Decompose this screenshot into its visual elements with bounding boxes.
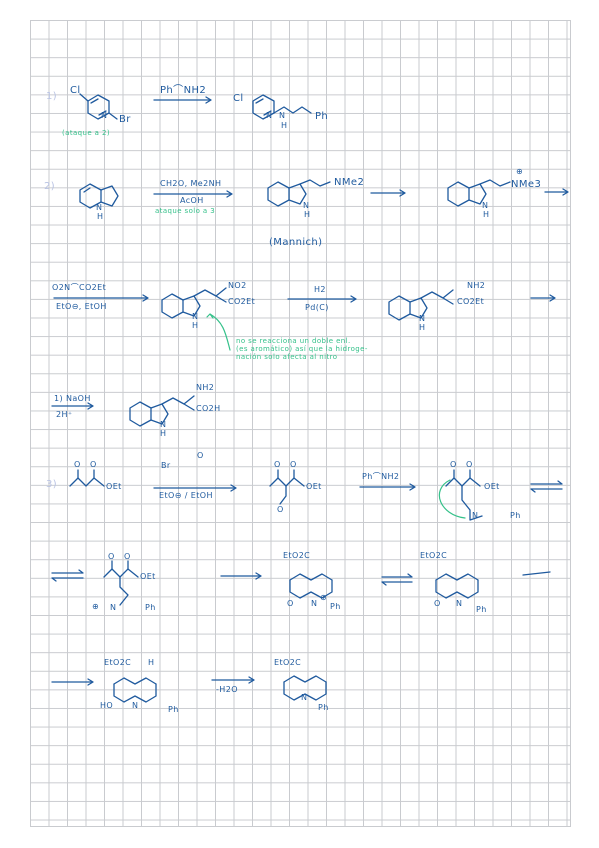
intermediate-phenyl: Ph [510, 511, 521, 520]
carbinolamine-nitrogen: N [132, 701, 139, 710]
reagent-mannich-bottom: AcOH [180, 196, 204, 205]
reaction-5 [69, 469, 563, 521]
cyclized-nitrogen: N [311, 599, 318, 608]
product-ring-nitrogen-label: N [266, 111, 273, 120]
product-indole-nitrogen: N [303, 201, 310, 210]
ammonium-charge: ⊕ [516, 167, 524, 176]
intermediate-ethoxy: OEt [484, 482, 500, 491]
iminium-oxygen-1: O [108, 552, 115, 561]
alkylation-conditions: EtO⊖ / EtOH [159, 491, 213, 500]
dehydration-condition: -H2O [216, 685, 238, 694]
chlorine-label: Cl [70, 85, 81, 96]
intermediate-oxygen-2: O [466, 460, 473, 469]
ring-nitrogen-label: N [101, 111, 108, 120]
cyclized-ester: EtO2C [283, 551, 311, 560]
iminium-ethoxy: OEt [140, 572, 156, 581]
reaction-3 [53, 287, 556, 351]
step-number-3: 3) [46, 479, 58, 490]
hydrolysis-step-2: 2H⁺ [56, 410, 73, 419]
note-aromatic-line-1: no se reacciona un doble enl. [236, 337, 351, 345]
enamine-ester: EtO2C [420, 551, 448, 560]
step-number-1: 1) [46, 91, 58, 102]
cyclized-charge: ⊕ [320, 593, 328, 602]
product-indole-hydrogen: H [304, 210, 311, 219]
grid-paper [30, 20, 571, 827]
quaternary-indole-nitrogen: N [482, 201, 489, 210]
cyclized-phenyl: Ph [330, 602, 341, 611]
product-chlorine-label: Cl [233, 93, 244, 104]
quaternary-indole-hydrogen: H [483, 210, 490, 219]
hydrogen-gas-label: H2 [314, 285, 326, 294]
indole-nitrogen-3: N [192, 312, 199, 321]
ethoxy-label-1: OEt [106, 482, 122, 491]
intermediate-nitrogen: N [472, 511, 479, 520]
enamine-phenyl: Ph [476, 605, 487, 614]
mannich-label: (Mannich) [269, 237, 323, 248]
ester-label-b: CO2Et [457, 297, 485, 306]
bromoacetone-o: O [197, 451, 204, 460]
bromoacetone-br: Br [161, 461, 171, 470]
diketone-oxygen-2: O [290, 460, 297, 469]
diketone-oxygen-3: O [277, 505, 284, 514]
reaction-2 [79, 179, 569, 209]
cyclized-oxide: O [287, 599, 294, 608]
tryptophan-acid: CO2H [196, 404, 221, 413]
note-aromatic-line-2: (es aromático) así que la hidroge- [236, 345, 368, 353]
diketone-oxygen-1: O [274, 460, 281, 469]
iminium-oxygen-2: O [124, 552, 131, 561]
diketone-ethoxy: OEt [306, 482, 322, 491]
indole-nitrogen-3b: N [419, 314, 426, 323]
ammonium-nme3-label: NMe3 [511, 179, 542, 190]
nitro-label: NO2 [228, 281, 247, 290]
carbinolamine-phenyl: Ph [168, 705, 179, 714]
iminium-phenyl: Ph [145, 603, 156, 612]
tryptophan-hydrogen: H [160, 429, 167, 438]
tryptophan-amine: NH2 [196, 383, 215, 392]
indole-hydrogen-label: H [97, 212, 104, 221]
intermediate-oxygen-1: O [450, 460, 457, 469]
pyridinium-nitrogen: N [301, 693, 308, 702]
hydrolysis-step-1: 1) NaOH [54, 394, 91, 403]
iminium-charge: ⊕ [92, 602, 100, 611]
note-aromatic-line-3: nación solo afecta al nitro [236, 353, 338, 361]
note-attack-2: (ataque a 2) [62, 129, 110, 137]
indole-hydrogen-3b: H [419, 323, 426, 332]
indole-nitrogen-label: N [96, 203, 103, 212]
reaction-4 [51, 395, 195, 427]
iminium-nitrogen: N [110, 603, 117, 612]
carbinolamine-ester: EtO2C [104, 658, 132, 667]
ester-label: CO2Et [228, 297, 256, 306]
reagent-mannich-top: CH2O, Me2NH [160, 179, 222, 188]
bromine-label: Br [119, 114, 131, 125]
product-phenyl-label: Ph [315, 111, 329, 122]
ketone-oxygen-1: O [74, 460, 81, 469]
reagent-benzylamine-1: Ph⌒NH2 [160, 85, 207, 96]
product-amine-nitrogen-label: N [279, 111, 286, 120]
ester-oxygen-1: O [90, 460, 97, 469]
tryptophan-nitrogen: N [160, 420, 167, 429]
reagent-benzylamine-2: Ph⌒NH2 [362, 472, 400, 481]
carbinolamine-hydrogen: H [148, 658, 155, 667]
carbinolamine-hydroxyl: HO [100, 701, 114, 710]
reagent-nitroacetate: O2N⌒CO2Et [52, 283, 107, 292]
indole-hydrogen-3: H [192, 321, 199, 330]
enamine-nitrogen: N [456, 599, 463, 608]
enamine-oxide: O [434, 599, 441, 608]
base-conditions: EtO⊖, EtOH [56, 302, 107, 311]
palladium-catalyst: Pd(C) [305, 303, 329, 312]
step-number-2: 2) [44, 181, 56, 192]
pyridinium-phenyl: Ph [318, 703, 329, 712]
note-attack-3: ataque solo a 3 [155, 207, 216, 215]
reaction-7 [51, 675, 327, 703]
product-nme2-label: NMe2 [334, 177, 365, 188]
reaction-6 [51, 560, 551, 606]
pyridinium-ester: EtO2C [274, 658, 302, 667]
amine-label: NH2 [467, 281, 486, 290]
reaction-1 [79, 93, 312, 120]
product-amine-hydrogen-label: H [281, 121, 288, 130]
